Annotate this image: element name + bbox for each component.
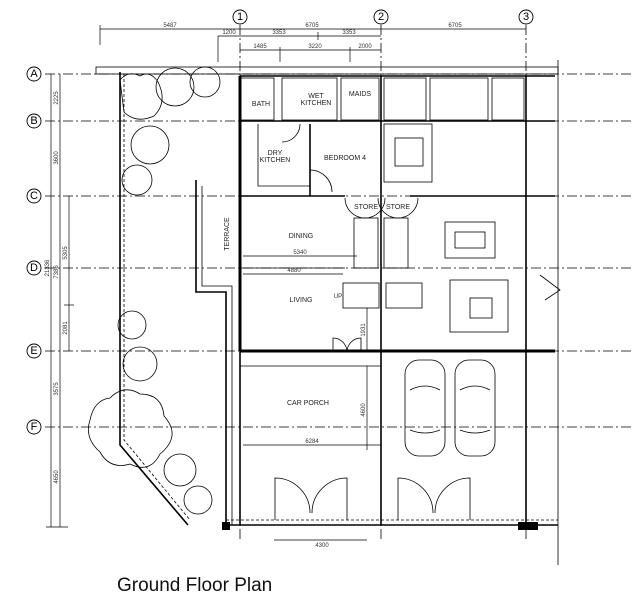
site-boundary <box>95 60 559 565</box>
interior-dimensions <box>243 255 381 541</box>
dim-label: 21336 <box>45 259 51 276</box>
room-label-wet-kitchen: KITCHEN <box>301 100 332 107</box>
grid-bubble-2: 2 <box>373 9 389 25</box>
dim-label: 4880 <box>287 268 301 274</box>
dim-label: 2000 <box>358 44 372 50</box>
stair-up-label: UP <box>334 294 342 300</box>
room-label-bath: BATH <box>252 101 270 108</box>
tree-icon <box>189 66 221 98</box>
dim-label: 1931 <box>361 323 367 337</box>
grid-bubble-a: A <box>26 66 42 82</box>
grid-bubble-c: C <box>26 188 42 204</box>
dim-label: 6705 <box>305 23 319 29</box>
room-label-bedroom-4: BEDROOM 4 <box>324 155 366 162</box>
dim-label: 6705 <box>448 23 462 29</box>
room-label-terrace: TERRACE <box>224 217 231 251</box>
room-label-dry-kitchen: KITCHEN <box>260 157 291 164</box>
dim-label: 5305 <box>63 246 69 260</box>
room-label-dry-kitchen: DRY <box>268 150 283 157</box>
grid-bubble-b: B <box>26 113 42 129</box>
car-icon <box>404 359 446 457</box>
tree-icon <box>163 453 197 487</box>
dim-label: 4600 <box>361 403 367 417</box>
dim-label: 2225 <box>54 91 60 105</box>
dim-label: 3220 <box>308 44 322 50</box>
dim-label: 3353 <box>342 30 356 36</box>
room-labels: BATH WET KITCHEN MAIDS DRY KITCHEN BEDRO… <box>224 91 410 549</box>
dim-label: 3353 <box>272 30 286 36</box>
grid-bubbles: 1 2 3 A B C D E F <box>26 9 534 435</box>
tree-icon <box>119 73 163 120</box>
room-label-store: STORE <box>386 204 410 211</box>
dim-label: 4300 <box>315 543 329 549</box>
tree-icon <box>121 164 153 196</box>
grid-bubble-e: E <box>26 343 42 359</box>
dim-label: 5340 <box>293 250 307 256</box>
tree-icon <box>130 125 170 165</box>
tree-icon <box>183 485 213 515</box>
dim-label: 2081 <box>63 321 69 335</box>
room-label-maids: MAIDS <box>349 91 372 98</box>
building-walls <box>238 75 555 525</box>
room-label-living: LIVING <box>290 297 313 304</box>
grid-lines <box>45 25 633 540</box>
dim-label: 3575 <box>54 382 60 396</box>
grid-bubble-3: 3 <box>518 9 534 25</box>
dim-label: 3600 <box>54 151 60 165</box>
dim-label: 1200 <box>222 30 236 36</box>
dim-label: 7386 <box>54 265 60 279</box>
grid-label: 1 <box>237 11 243 23</box>
grid-bubble-d: D <box>26 260 42 276</box>
grid-label: A <box>30 68 38 80</box>
grid-bubble-1: 1 <box>232 9 248 25</box>
grid-label: E <box>30 345 37 357</box>
grid-label: 3 <box>523 11 529 23</box>
dim-label: 5487 <box>163 23 177 29</box>
dim-label: 6284 <box>305 439 319 445</box>
car-icon <box>454 359 496 457</box>
room-label-dining: DINING <box>289 233 314 240</box>
dining-table <box>444 221 496 259</box>
tree-icon <box>87 389 173 468</box>
grid-label: B <box>30 115 37 127</box>
tree-icon <box>117 310 147 340</box>
dim-label: 4650 <box>54 470 60 484</box>
drawing-title: Ground Floor Plan <box>117 575 272 595</box>
gates <box>222 477 538 530</box>
room-label-store: STORE <box>354 204 378 211</box>
dim-label: 1485 <box>253 44 267 50</box>
furniture <box>444 221 561 333</box>
room-label-car-porch: CAR PORCH <box>287 400 329 407</box>
sofa-set <box>449 279 509 333</box>
tree-icon <box>155 67 195 107</box>
tree-icon <box>122 346 158 382</box>
left-dimensions: 21336 7386 2225 3600 5305 2081 3575 4650 <box>45 74 74 528</box>
garden-trees <box>87 66 221 515</box>
grid-bubble-f: F <box>26 419 42 435</box>
top-dimensions: 5487 6705 6705 1200 3353 3353 1485 3220 … <box>99 23 526 62</box>
grid-label: C <box>30 190 38 202</box>
grid-label: D <box>30 262 38 274</box>
grid-label: F <box>31 421 38 433</box>
room-label-wet-kitchen: WET <box>308 93 324 100</box>
grid-label: 2 <box>378 11 384 23</box>
cars <box>404 359 496 457</box>
